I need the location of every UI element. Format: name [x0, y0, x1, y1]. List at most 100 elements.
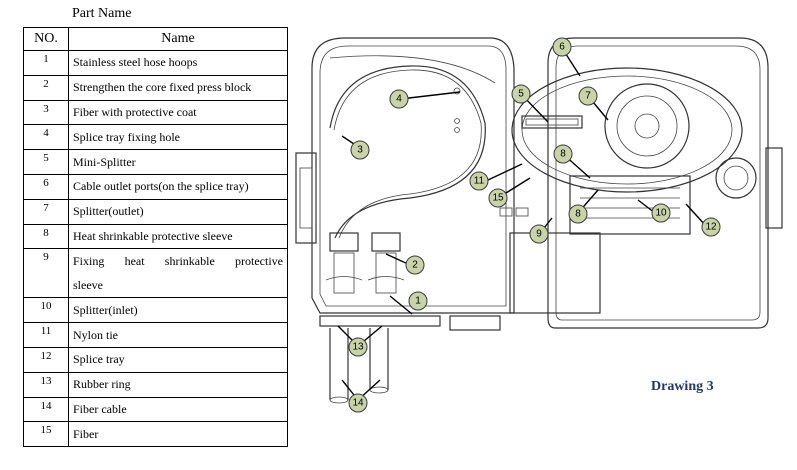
callout-10: 10: [651, 203, 671, 223]
callout-11: 11: [469, 171, 489, 191]
drawing-label: Drawing 3: [651, 379, 714, 394]
svg-text:3: 3: [357, 145, 363, 156]
callout-1: 1: [408, 291, 428, 311]
row-name: Strengthen the core fixed press block: [68, 74, 288, 101]
fiber-with-protective-coat: [329, 65, 486, 239]
row-number: 15: [23, 421, 69, 448]
row-number: 8: [23, 223, 69, 250]
row-name: Splice tray: [68, 346, 288, 373]
callout-4: 4: [389, 89, 409, 109]
row-name: Fiber cable: [68, 396, 288, 423]
splice-tray-hub: [604, 83, 690, 169]
row-name: Heat shrinkable protective sleeve: [68, 223, 288, 250]
row-number: 12: [23, 346, 69, 373]
row-number: 14: [23, 396, 69, 423]
press-block-right: [371, 232, 401, 252]
callout-9: 9: [529, 224, 549, 244]
row-number: 4: [23, 124, 69, 151]
row-name: Splitter(outlet): [68, 198, 288, 225]
svg-text:7: 7: [585, 91, 591, 102]
rubber-ring-base: [319, 315, 441, 327]
row-name: Fixing heat shrinkable protective sleeve: [68, 248, 288, 299]
row-name: Fiber with protective coat: [68, 99, 288, 126]
table-row: 9 Fixing heat shrinkable protective sleeve: [23, 248, 288, 299]
enclosure-left-half: [295, 37, 515, 331]
part-name-title: Part Name: [72, 6, 132, 21]
column-header-name: Name: [68, 27, 288, 51]
row-name: Rubber ring: [68, 371, 288, 398]
callout-15: 15: [488, 188, 508, 208]
press-block-left: [329, 232, 359, 252]
row-name: Splitter(inlet): [68, 297, 288, 324]
svg-text:1: 1: [415, 296, 421, 307]
callout-2: 2: [405, 255, 425, 275]
row-number: 13: [23, 371, 69, 398]
row-name: Stainless steel hose hoops: [68, 50, 288, 76]
splice-tray: [511, 67, 743, 193]
callout-5: 5: [511, 84, 531, 104]
svg-text:10: 10: [655, 208, 667, 219]
svg-text:15: 15: [492, 193, 504, 204]
svg-text:11: 11: [474, 176, 485, 187]
mini-splitter: [521, 115, 583, 129]
callout-8-lower: 8: [568, 204, 588, 224]
svg-text:4: 4: [396, 94, 402, 105]
callout-14: 14: [348, 393, 368, 413]
row-number: 2: [23, 74, 69, 101]
row-name: Fiber: [68, 421, 288, 448]
row-name: Cable outlet ports(on the splice tray): [68, 173, 288, 200]
row-number: 1: [23, 50, 69, 76]
svg-text:6: 6: [559, 42, 565, 53]
splice-tray-knob: [715, 157, 757, 199]
enclosure-diagram: 1 2 3 4 5 6 7 8 8 9 10 11 12 13 14 15: [295, 37, 783, 413]
row-number: 3: [23, 99, 69, 126]
row-number: 7: [23, 198, 69, 225]
callout-8-upper: 8: [553, 144, 573, 164]
splice-tray-fixing-hole: [453, 87, 461, 95]
row-number: 9: [23, 248, 69, 299]
callout-13: 13: [348, 337, 368, 357]
row-number: 11: [23, 322, 69, 348]
hinge-left: [295, 152, 317, 244]
enclosure-right-half: [499, 37, 783, 329]
svg-text:9: 9: [536, 229, 542, 240]
callout-7: 7: [578, 86, 598, 106]
row-name: Nylon tie: [68, 322, 288, 348]
hinge-right: [765, 147, 783, 229]
svg-text:2: 2: [412, 260, 418, 271]
callout-6: 6: [552, 37, 572, 57]
row-number: 10: [23, 297, 69, 324]
row-number: 5: [23, 149, 69, 175]
svg-text:12: 12: [705, 222, 717, 233]
row-number: 6: [23, 173, 69, 200]
row-name-line2: sleeve: [73, 278, 103, 293]
table-header-row: NO. Name: [23, 27, 288, 51]
svg-text:14: 14: [352, 398, 364, 409]
svg-text:8: 8: [560, 149, 566, 160]
row-name-line1: Fixing heat shrinkable protective: [73, 254, 283, 269]
callout-12: 12: [701, 217, 721, 237]
row-name: Mini-Splitter: [68, 149, 288, 175]
heat-shrink-sleeve-holder: [569, 175, 691, 235]
column-header-no: NO.: [23, 27, 69, 51]
row-name: Splice tray fixing hole: [68, 124, 288, 151]
svg-text:8: 8: [575, 209, 581, 220]
svg-text:5: 5: [518, 89, 524, 100]
svg-text:13: 13: [352, 342, 364, 353]
lower-compartment: [509, 232, 601, 314]
callout-3: 3: [350, 140, 370, 160]
